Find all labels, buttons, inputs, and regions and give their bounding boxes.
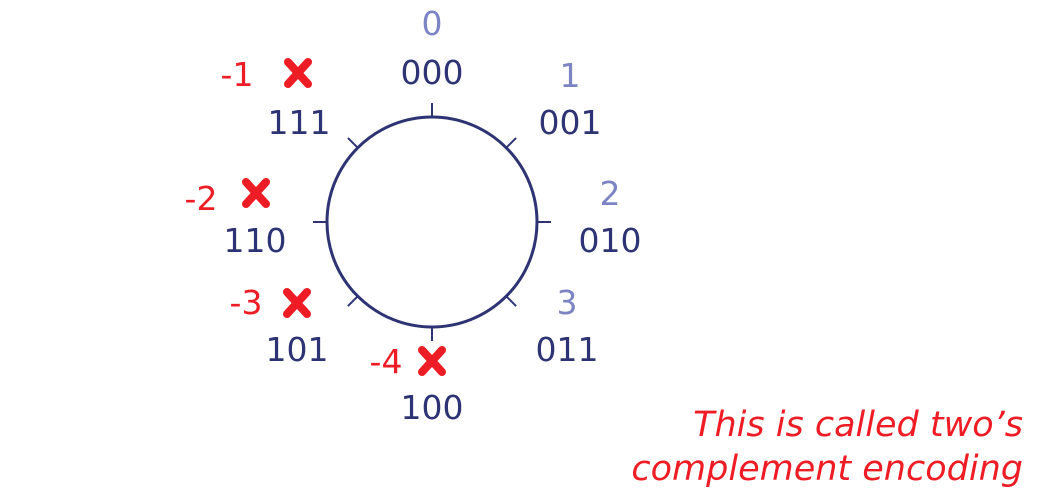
negative-label-minus-1: -1 [221, 55, 254, 94]
bits-label-000: 000 [401, 53, 464, 92]
caption-line-2: complement encoding [631, 449, 1023, 489]
caption-line-1: This is called two’s [693, 405, 1023, 445]
wheel-tick [505, 137, 517, 149]
negative-label-minus-3: -3 [230, 283, 263, 322]
wheel-ticks [313, 103, 551, 341]
bits-label-011: 011 [536, 330, 599, 369]
cross-mark-icon [284, 58, 312, 88]
bits-label-101: 101 [266, 330, 329, 369]
value-label-3: 3 [557, 283, 578, 322]
value-label-2: 2 [600, 174, 621, 213]
negative-label-minus-4: -4 [370, 342, 403, 381]
caption: This is called two’s complement encoding [503, 403, 1023, 491]
bits-label-111: 111 [268, 103, 331, 142]
cross-mark-icon [418, 346, 446, 376]
cross-mark-icon [242, 178, 270, 208]
value-label-1: 1 [560, 56, 581, 95]
negative-label-minus-2: -2 [185, 179, 218, 218]
bits-label-110: 110 [224, 221, 287, 260]
cross-mark-icon [283, 288, 311, 318]
wheel-tick [347, 295, 359, 307]
wheel-tick [505, 295, 517, 307]
bits-label-010: 010 [579, 221, 642, 260]
value-label-0: 0 [422, 4, 443, 43]
wheel-tick [347, 137, 359, 149]
bits-label-100: 100 [401, 388, 464, 427]
bits-label-001: 001 [539, 103, 602, 142]
wheel-circle [325, 115, 539, 329]
